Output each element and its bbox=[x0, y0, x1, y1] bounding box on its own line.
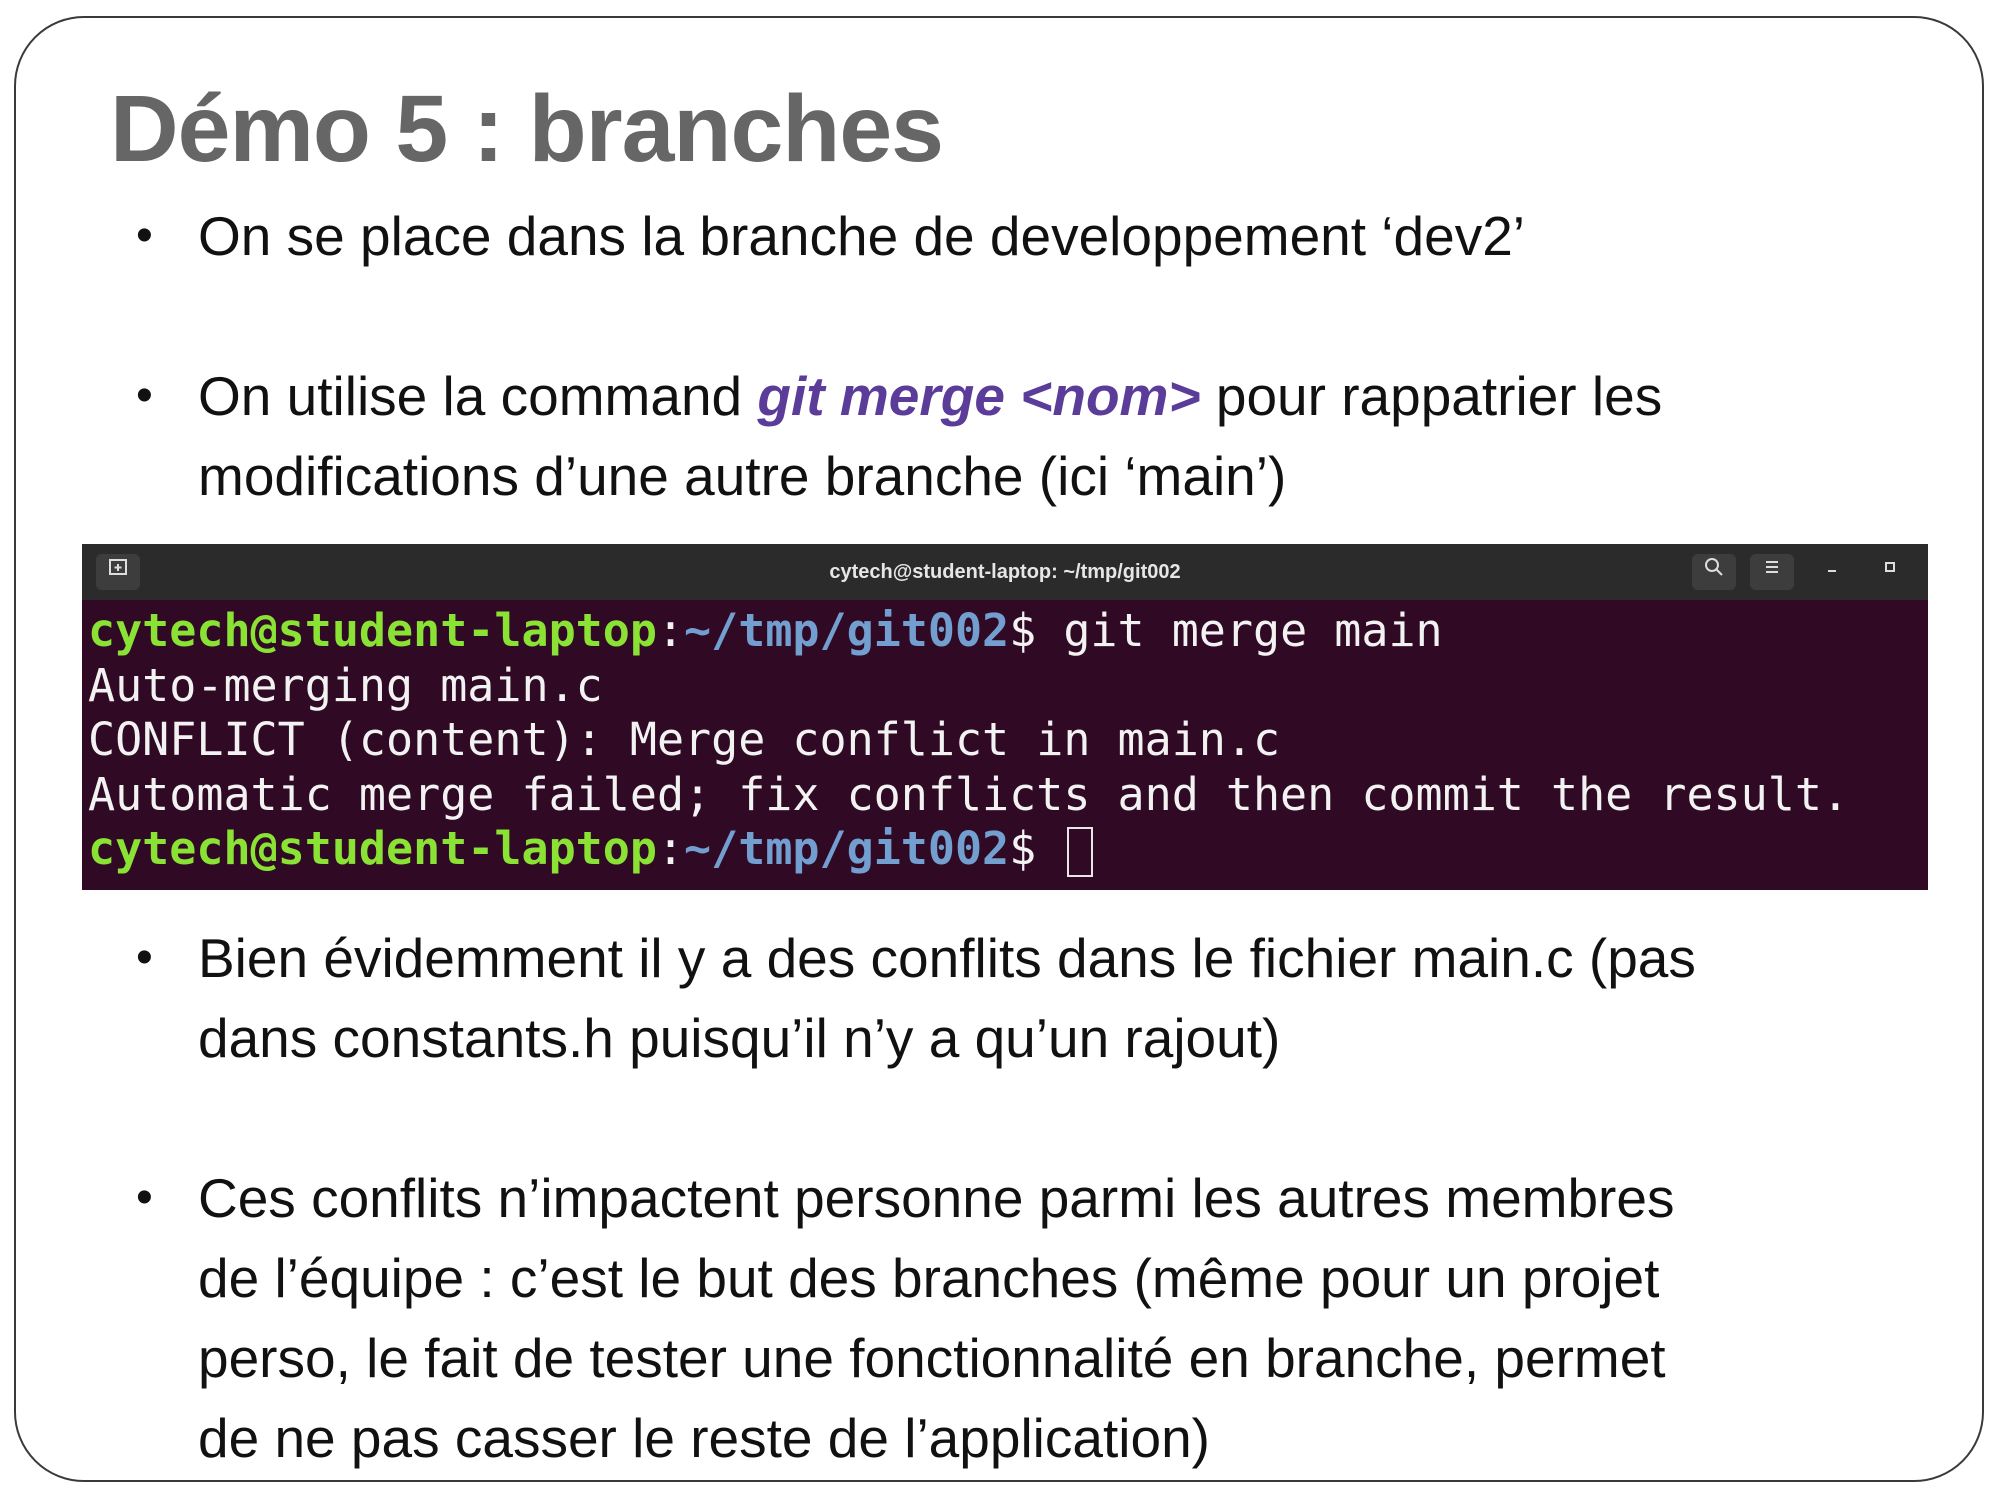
prompt-dollar: $ bbox=[1009, 604, 1037, 657]
bullet-text-line3: perso, le fait de tester une fonctionnal… bbox=[198, 1327, 1666, 1389]
bullet-dev2: • On se place dans la branche de develop… bbox=[136, 196, 1898, 276]
bullet-dot: • bbox=[136, 1171, 153, 1224]
bullet-text-line4: de ne pas casser le reste de l’applicati… bbox=[198, 1407, 1210, 1469]
slide-title: Démo 5 : branches bbox=[110, 76, 944, 182]
bullet-dot: • bbox=[136, 209, 153, 262]
prompt-separator: : bbox=[656, 604, 685, 657]
search-icon[interactable] bbox=[1692, 554, 1736, 590]
bullet-text-after: pour rappatrier les bbox=[1200, 365, 1663, 427]
terminal-cursor bbox=[1067, 827, 1094, 877]
prompt-user: cytech@student-laptop bbox=[88, 604, 657, 657]
terminal-line-command: cytech@student-laptop:~/tmp/git002$ git … bbox=[88, 604, 1928, 659]
terminal-output-line: Auto-merging main.c bbox=[88, 658, 603, 712]
command-keyword: git merge <nom> bbox=[757, 365, 1201, 427]
maximize-icon[interactable] bbox=[1868, 554, 1912, 590]
terminal-titlebar: cytech@student-laptop: ~/tmp/git002 bbox=[82, 544, 1928, 600]
bullet-dot: • bbox=[136, 931, 153, 984]
bullet-text-line2: dans constants.h puisqu’il n’y a qu’un r… bbox=[198, 1007, 1281, 1069]
minimize-icon[interactable] bbox=[1810, 554, 1854, 590]
terminal-output-line: CONFLICT (content): Merge conflict in ma… bbox=[88, 713, 1281, 766]
terminal-title: cytech@student-laptop: ~/tmp/git002 bbox=[829, 561, 1181, 583]
prompt-path: ~/tmp/git002 bbox=[684, 604, 1010, 657]
terminal-line-prompt: cytech@student-laptop:~/tmp/git002$ bbox=[88, 822, 1928, 877]
prompt-dollar: $ bbox=[1009, 822, 1037, 875]
terminal-command: git merge main bbox=[1036, 604, 1443, 657]
prompt-separator: : bbox=[656, 822, 685, 875]
bullet-text: On se place dans la branche de developpe… bbox=[198, 205, 1526, 267]
bullet-text-line2: modifications d’une autre branche (ici ‘… bbox=[198, 445, 1287, 507]
menu-icon[interactable] bbox=[1750, 554, 1794, 590]
bullet-text-line1: Ces conflits n’impactent personne parmi … bbox=[198, 1167, 1675, 1229]
bullet-text-line2: de l’équipe : c’est le but des branches … bbox=[198, 1247, 1660, 1309]
bullet-text-before: On utilise la command bbox=[198, 365, 758, 427]
terminal-output-line: Automatic merge failed; fix conflicts an… bbox=[88, 767, 1849, 821]
new-tab-icon[interactable] bbox=[96, 554, 140, 590]
prompt-user: cytech@student-laptop bbox=[88, 822, 657, 875]
bullet-text-line1: Bien évidemment il y a des conflits dans… bbox=[198, 927, 1696, 989]
bullet-branches-purpose: • Ces conflits n’impactent personne parm… bbox=[136, 1158, 1898, 1478]
terminal-output[interactable]: cytech@student-laptop:~/tmp/git002$ git … bbox=[88, 604, 1928, 890]
prompt-path: ~/tmp/git002 bbox=[684, 822, 1010, 875]
bullet-conflicts: • Bien évidemment il y a des conflits da… bbox=[136, 918, 1898, 1078]
bullet-dot: • bbox=[136, 369, 153, 422]
bullet-git-merge: • On utilise la command git merge <nom> … bbox=[136, 356, 1898, 516]
terminal-window: cytech@student-laptop: ~/tmp/git002 cyte… bbox=[82, 544, 1928, 890]
